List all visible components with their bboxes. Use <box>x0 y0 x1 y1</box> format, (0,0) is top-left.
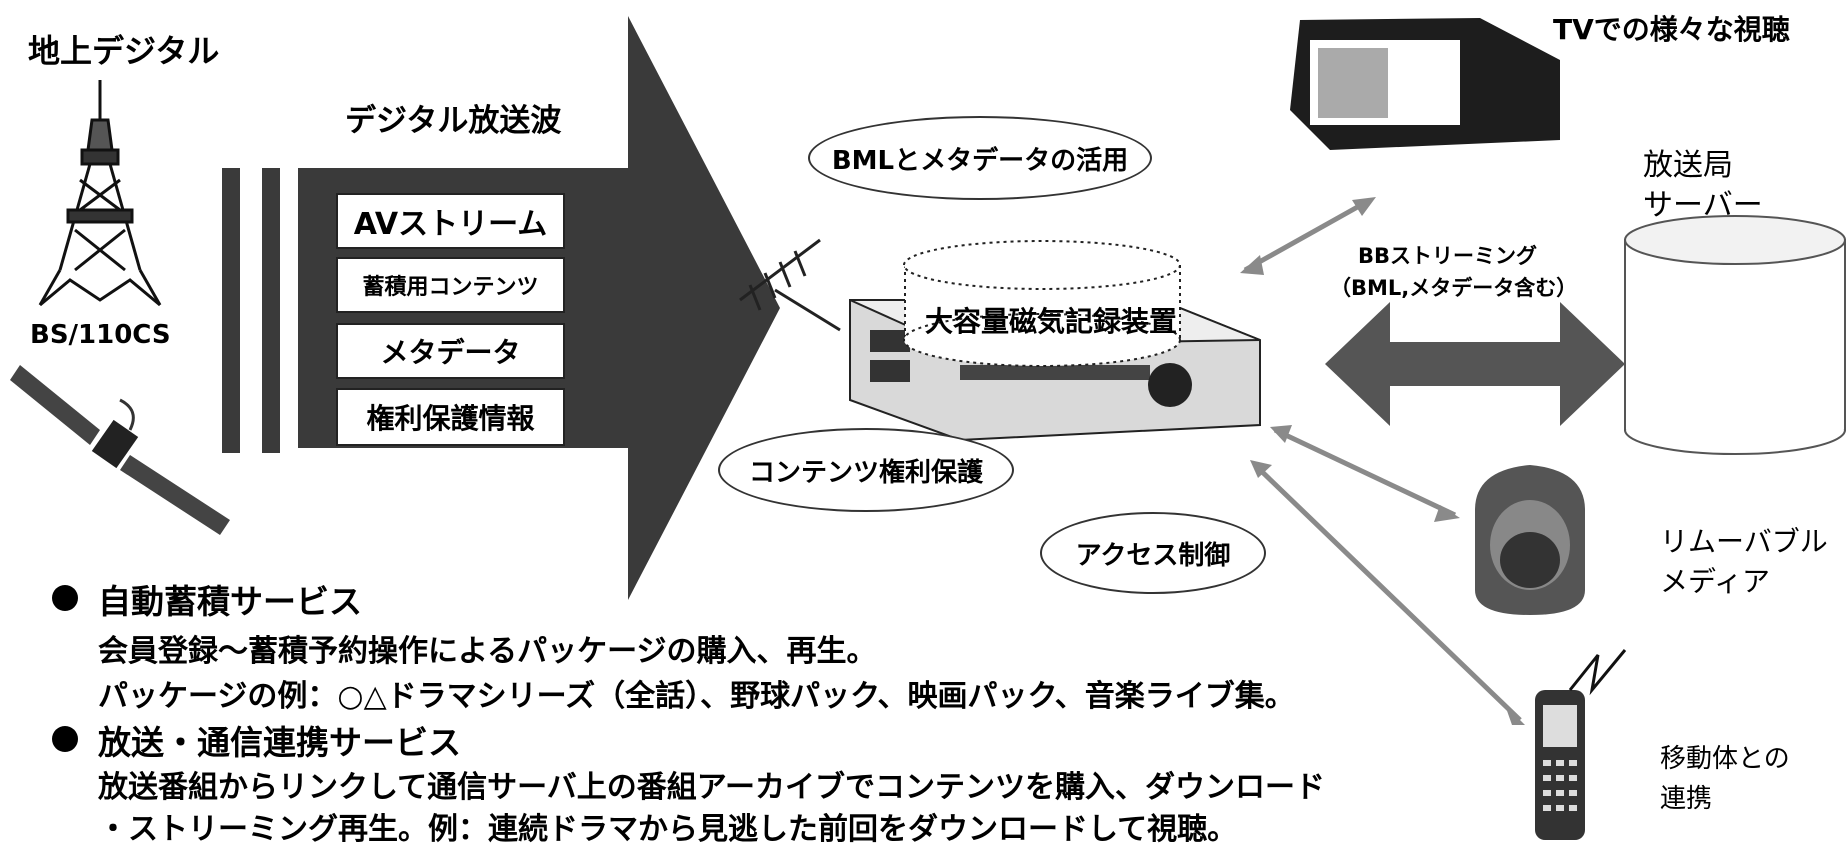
recorder-label: 大容量磁気記録装置 <box>925 305 1178 338</box>
service-line: パッケージの例：○△ドラマシリーズ（全話）、野球パック、映画パック、音楽ライブ集… <box>98 679 1295 714</box>
terrestrial-label: 地上デジタル <box>28 32 220 70</box>
mobile-phone-icon <box>1535 649 1627 840</box>
mobile-label-line2: 連携 <box>1660 784 1713 814</box>
removable-label-line1: リムーバブル <box>1660 525 1828 558</box>
stack-item-stored-content: 蓄積用コンテンツ <box>336 257 565 313</box>
streaming-label-line1: BBストリーミング <box>1358 244 1538 268</box>
bullet-dot <box>52 726 78 752</box>
stack-item-av-stream: AVストリーム <box>336 193 565 249</box>
service-line: 会員登録～蓄積予約操作によるパッケージの購入、再生。 <box>98 634 877 669</box>
storage-cylinder-icon <box>903 240 1181 367</box>
server-label-line1: 放送局 <box>1643 148 1733 183</box>
streaming-label-line2: （BML,メタデータ含む） <box>1330 276 1578 300</box>
stack-item-rights-info: 権利保護情報 <box>336 388 565 446</box>
server-icon <box>1624 215 1846 455</box>
tv-label: TVでの様々な視聴 <box>1553 13 1790 46</box>
connector-arrows <box>1240 197 1525 725</box>
signal-bar-2 <box>262 168 280 453</box>
rights-protection-bubble: コンテンツ権利保護 <box>718 428 1014 512</box>
tv-icon <box>1290 18 1560 150</box>
broadcast-title: デジタル放送波 <box>345 103 562 139</box>
tower-icon <box>38 80 162 307</box>
mobile-label-line1: 移動体との <box>1660 744 1790 774</box>
service-line: ・ストリーミング再生。例：連続ドラマから見逃した前回をダウンロードして視聴。 <box>98 812 1238 847</box>
satellite-icon <box>10 365 230 535</box>
server-label-line2: サーバー <box>1643 188 1763 223</box>
access-control-bubble: アクセス制御 <box>1040 512 1266 594</box>
streaming-double-arrow <box>1325 302 1625 426</box>
antenna-icon <box>739 238 841 332</box>
bullet-dot <box>52 585 78 611</box>
signal-bar-1 <box>222 168 240 453</box>
service-line: 放送番組からリンクして通信サーバ上の番組アーカイブでコンテンツを購入、ダウンロー… <box>98 770 1325 805</box>
satellite-label: BS/110CS <box>30 320 171 350</box>
service-title: 放送・通信連携サービス <box>98 723 461 762</box>
stack-item-metadata: メタデータ <box>336 323 565 379</box>
removable-label-line2: メディア <box>1660 565 1771 598</box>
removable-media-icon <box>1475 465 1585 615</box>
bml-metadata-bubble: BMLとメタデータの活用 <box>808 116 1152 200</box>
service-title: 自動蓄積サービス <box>98 582 362 621</box>
